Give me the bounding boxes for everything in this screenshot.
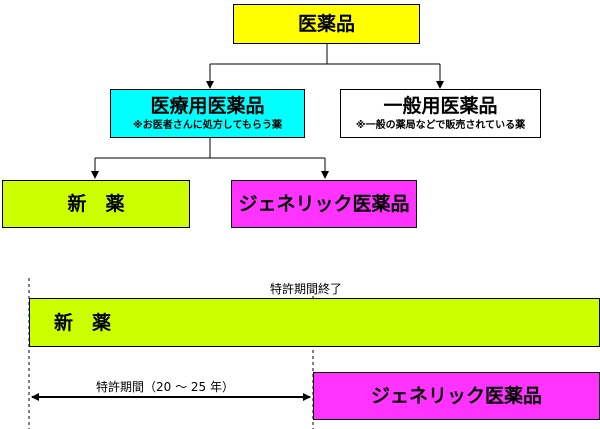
new-drug-box: 新 薬 — [2, 180, 190, 228]
tree-connector-root — [206, 44, 444, 89]
prescription-drug-note: ※お医者さんに処方してもらう薬 — [133, 120, 282, 131]
otc-drug-label: 一般用医薬品 — [383, 95, 498, 117]
new-drug-timeline-bar: 新 薬 — [29, 298, 600, 347]
generic-drug-label: ジェネリック医薬品 — [238, 193, 410, 215]
patent-period-label: 特許期間（20 ～ 25 年） — [96, 380, 234, 394]
generic-drug-box: ジェネリック医薬品 — [231, 180, 417, 228]
prescription-drug-label: 医療用医薬品 — [150, 95, 265, 117]
otc-drug-box: 一般用医薬品 ※一般の薬局などで販売されている薬 — [340, 89, 541, 138]
tree-connector-prescription — [91, 138, 329, 179]
root-node-box: 医薬品 — [233, 4, 420, 44]
generic-timeline-bar: ジェネリック医薬品 — [313, 372, 600, 420]
new-drug-timeline-label: 新 薬 — [54, 311, 112, 334]
root-node-label: 医薬品 — [297, 13, 355, 35]
patent-end-label: 特許期間終了 — [270, 282, 343, 296]
otc-drug-note: ※一般の薬局などで販売されている薬 — [355, 120, 526, 131]
new-drug-label: 新 薬 — [67, 193, 125, 215]
prescription-drug-box: 医療用医薬品 ※お医者さんに処方してもらう薬 — [110, 89, 305, 138]
generic-timeline-label: ジェネリック医薬品 — [370, 385, 542, 407]
